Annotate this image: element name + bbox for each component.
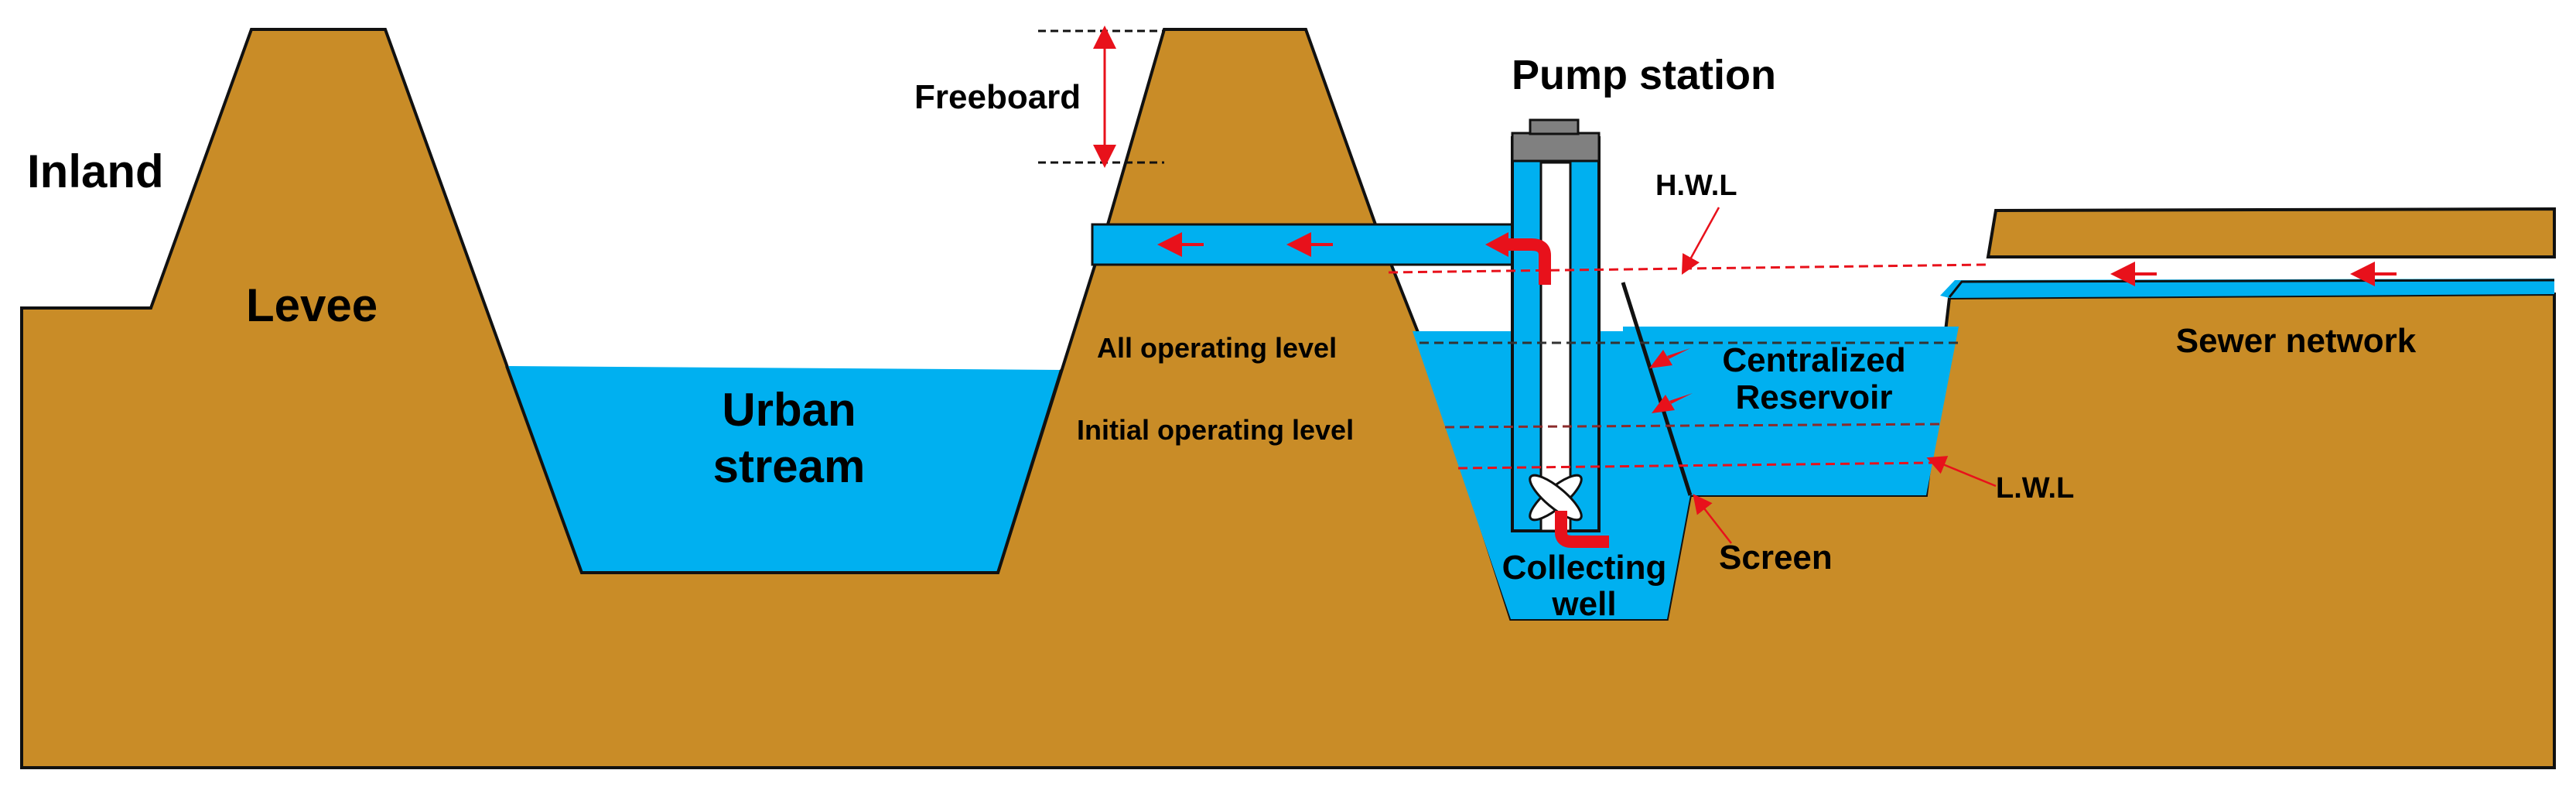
- sewer-channel-top-line: [1948, 279, 2555, 298]
- centralized-reservoir-label-line1: Centralized: [1722, 341, 1905, 379]
- collecting-well-label-line1: Collecting: [1502, 549, 1667, 587]
- urban-stream-label-line1: Urban: [722, 384, 856, 436]
- flow-arrows: [1157, 232, 2397, 413]
- inland-label: Inland: [27, 145, 164, 197]
- screen-leader: [1693, 494, 1732, 544]
- sewer-network-label: Sewer network: [2176, 322, 2417, 360]
- initial-operating-level-label: Initial operating level: [1077, 414, 1354, 446]
- flow-arrow-icon: [1157, 232, 1204, 257]
- lwl-label: L.W.L: [1996, 472, 2074, 505]
- urban-stream-bank: [505, 365, 1063, 574]
- levee-label: Levee: [246, 279, 378, 331]
- flow-arrow-icon: [1652, 393, 1693, 413]
- ground-terrain: [20, 28, 2556, 769]
- hwl-leader: [1681, 207, 1720, 275]
- pump-cap-top: [1529, 118, 1580, 135]
- all-operating-level-label: All operating level: [1097, 332, 1337, 364]
- screen-label: Screen: [1719, 539, 1833, 577]
- flow-arrow-icon: [1649, 348, 1690, 368]
- lwl-line: [1457, 461, 1933, 470]
- pump-discharge-bend: [1508, 238, 1551, 285]
- urban-stream-water: [507, 366, 1061, 573]
- screen-bar: [1621, 282, 1693, 496]
- pump-station-label: Pump station: [1512, 52, 1776, 98]
- lwl-leader: [1926, 456, 1997, 488]
- urban-stream-label-line2: stream: [713, 440, 866, 492]
- sewer-slab: [1986, 207, 2556, 258]
- pump-intake-bend: [1555, 511, 1609, 548]
- initial-operating-line: [1444, 423, 1944, 429]
- centralized-reservoir-label-line2: Reservoir: [1735, 378, 1892, 416]
- flow-arrow-icon: [1485, 232, 1508, 257]
- collecting-well-label-line2: well: [1551, 585, 1616, 623]
- flow-arrow-icon: [1286, 232, 1333, 257]
- flow-arrow-icon: [2110, 262, 2157, 286]
- hwl-label: H.W.L: [1655, 169, 1737, 202]
- sewer-channel-water: [1940, 279, 2554, 298]
- flow-arrow-icon: [2350, 262, 2397, 286]
- freeboard-label: Freeboard: [914, 78, 1081, 116]
- impeller-icon: [1529, 474, 1583, 522]
- pump-inner-shaft: [1539, 161, 1572, 532]
- pump-cap: [1511, 132, 1601, 163]
